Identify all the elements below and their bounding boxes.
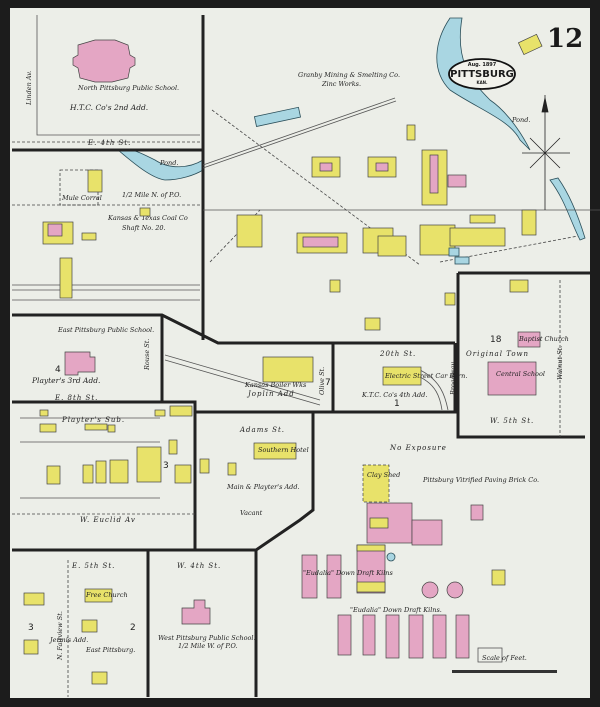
block-num-3b: 3: [28, 623, 34, 633]
east-pittsburg-label: East Pittsburg.: [85, 646, 135, 654]
block-num-7: 7: [325, 378, 331, 388]
joplin-add-label: Joplin Add: [246, 390, 295, 398]
eudalia1-label: "Eudalia" Down Draft Kilns: [303, 569, 393, 577]
pond-pool: [253, 106, 302, 127]
car-barn-building: [382, 366, 422, 386]
scale-box: [477, 647, 503, 663]
central-school-label: Central School: [496, 370, 545, 378]
shed-c: [227, 462, 237, 476]
main-playter-label: Main & Playter's Add.: [226, 483, 300, 491]
block-num-1: 1: [394, 399, 400, 409]
pond-label: Pond.: [159, 159, 178, 167]
east-school-building: [64, 351, 96, 376]
shed-a: [81, 232, 97, 241]
coal-co-label: Kansas & Texas Coal Co: [107, 214, 188, 222]
half-mile-label: 1/2 Mile N. of P.O.: [122, 191, 181, 199]
sheet-title: PITTSBURG: [450, 69, 514, 80]
w-4th-st-label: W. 4th St.: [177, 562, 221, 570]
fairview-st-label: N. Fairview St.: [56, 611, 64, 661]
sheet-number: 12: [547, 24, 583, 54]
church-small-building: [84, 588, 113, 603]
broadway-label: Broadway: [449, 362, 457, 396]
e-4th-st-label: E. 4th St.: [87, 139, 131, 147]
rouse-st-label: Rouse St.: [143, 339, 151, 371]
clay-shed-label: Clay Shed: [367, 471, 400, 479]
eudalia2-label: "Eudalia" Down Draft Kilns.: [350, 606, 442, 614]
southern-hotel-label: Southern Hotel: [258, 446, 309, 454]
smelting-label: Granby Mining & Smelting Co.: [298, 71, 400, 79]
mule-corral-label: Mule Corral: [61, 194, 102, 202]
hoist-house: [47, 223, 63, 237]
west-school-dist-label: 1/2 Mile W. of P.O.: [178, 642, 237, 650]
stable-building: [87, 169, 103, 193]
shed-b: [139, 207, 151, 217]
original-town-label: Original Town: [466, 350, 529, 358]
zinc-works-label: Zinc Works.: [321, 80, 361, 88]
w-euclid-label: W. Euclid Av: [80, 516, 136, 524]
block-num-18: 18: [490, 335, 502, 345]
no-exposure-label: No Exposure: [389, 444, 447, 452]
playter-sub-label: Playter's Sub.: [61, 416, 125, 424]
north-school-label: North Pittsburg Public School.: [77, 84, 179, 92]
playter-sub-buildings: [39, 405, 210, 485]
west-school-label: West Pittsburg Public School.: [158, 634, 256, 642]
southern-hotel-building: [253, 442, 297, 460]
vacant-label: Vacant: [240, 509, 263, 517]
pond2-label: Pond.: [511, 116, 530, 124]
w-5th-st-label: W. 5th St.: [490, 417, 534, 425]
add-playter-3rd-label: Playter's 3rd Add.: [31, 376, 100, 385]
car-barn-label: Electric Street Car Barn.: [384, 372, 467, 380]
church-small-label: Free Church: [85, 591, 128, 599]
boiler-works-building: [262, 356, 314, 383]
sheet-state: KAN.: [476, 80, 488, 85]
church-building: [517, 331, 541, 348]
church-label: Baptist Church: [518, 335, 569, 343]
shaft-label: Shaft No. 20.: [122, 224, 166, 232]
clay-shed-building: [362, 464, 390, 503]
olive-st-label: Olive St.: [318, 367, 326, 395]
boiler-works-label: Kansas Boiler Wks: [244, 381, 307, 389]
twentieth-st-label: 20th St.: [379, 350, 416, 358]
brick-co-label: Pittsburg Vitrified Paving Brick Co.: [422, 476, 539, 484]
title-cartouche: Aug. 1897 PITTSBURG KAN.: [448, 58, 516, 90]
walnut-st-label: Walnut St.: [556, 346, 564, 380]
block-num-4: 4: [55, 365, 61, 375]
shed-f: [81, 619, 98, 633]
north-school-building: [72, 39, 136, 83]
add-htc-4th-label: K.T.C. Co's 4th Add.: [361, 391, 427, 399]
scale-bar: [452, 670, 557, 673]
add-htc-2nd-label: H.T.C. Co's 2nd Add.: [69, 103, 148, 112]
e-5th-st-label: E. 5th St.: [71, 562, 115, 570]
coal-chute: [59, 257, 73, 299]
shed-d: [23, 592, 45, 606]
shed-e: [23, 639, 39, 655]
smelter-buildings: [236, 33, 543, 331]
creek-lower: [549, 177, 586, 241]
central-school-building: [487, 361, 537, 396]
scale-label: Scale of Feet.: [482, 654, 527, 662]
e-8th-st-label: E. 8th St.: [54, 394, 98, 402]
block-boundaries: [12, 15, 590, 697]
adams-st-label: Adams St.: [239, 426, 285, 434]
east-school-label: East Pittsburg Public School.: [57, 326, 154, 334]
block-num-3a: 3: [163, 461, 169, 471]
linden-av-label: Linden Av.: [25, 71, 33, 106]
shed-g: [91, 671, 108, 685]
sheet-date: Aug. 1897: [468, 62, 497, 68]
west-school-building: [181, 599, 211, 625]
kiln-row: [337, 614, 470, 659]
brick-works-buildings: [301, 502, 506, 599]
jermis-add-label: Jermis Add.: [48, 636, 88, 644]
compass-rose-icon: [522, 95, 570, 210]
block-num-2: 2: [130, 623, 136, 633]
